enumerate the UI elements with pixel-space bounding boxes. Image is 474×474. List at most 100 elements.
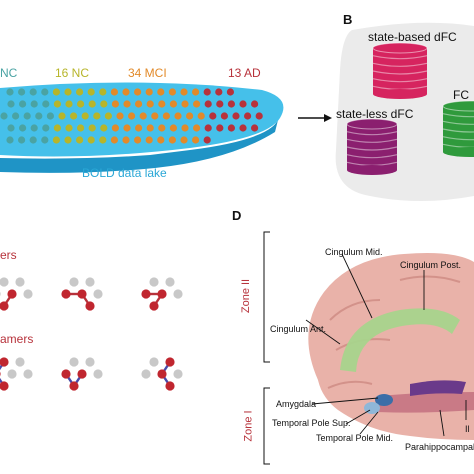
lake-dot: [255, 112, 263, 120]
lake-dot: [145, 136, 153, 144]
label-parahippocampal: Parahippocampal: [405, 442, 474, 452]
amygdala-region: [375, 394, 393, 406]
lake-dot: [135, 100, 143, 108]
lake-dot: [35, 112, 43, 120]
parahippocampal-region: [378, 392, 474, 413]
lake-dot: [180, 88, 188, 96]
lake-dot: [19, 124, 27, 132]
lake-dot: [12, 112, 20, 120]
lake-dot: [232, 112, 240, 120]
label-amygdala: Amygdala: [276, 399, 317, 409]
hippocampus-region: [410, 380, 466, 396]
network-motif: [141, 277, 183, 311]
label-temporal-pole-mid: Temporal Pole Mid.: [316, 433, 394, 443]
lake-dot: [87, 88, 95, 96]
lake-dot: [65, 100, 73, 108]
lake-dot: [151, 112, 159, 120]
lake-dot: [193, 124, 201, 132]
group-label-16nc: 16 NC: [55, 66, 90, 80]
lake-dot: [145, 88, 153, 96]
lake-dot: [46, 112, 55, 120]
lake-dot: [169, 100, 177, 108]
lake-dot: [123, 100, 131, 108]
lake-dot: [192, 136, 200, 144]
lake-dot: [64, 136, 72, 144]
brain-fold-1: [329, 299, 381, 321]
lake-label: BOLD data lake: [82, 166, 167, 180]
brain-fold-4: [327, 380, 373, 389]
lake-dot: [77, 100, 85, 108]
lake-dot: [88, 124, 96, 132]
lake-dot: [227, 124, 235, 132]
panel-d-letter: D: [232, 208, 242, 223]
lake-dot: [7, 124, 15, 132]
lake-dot: [77, 124, 85, 132]
lake-dot: [204, 124, 212, 132]
lake-dot: [100, 124, 108, 132]
lake-dot: [203, 136, 211, 144]
lake-dot: [134, 88, 142, 96]
lake-dot: [239, 100, 247, 108]
lake-dot: [162, 112, 170, 120]
lake-dot: [220, 112, 228, 120]
lake-dot: [18, 136, 26, 144]
lake-dot: [70, 112, 78, 120]
lake-dot: [251, 100, 259, 108]
lake-dot: [111, 100, 119, 108]
lake-dot: [7, 100, 15, 108]
zone-ii-bracket: [263, 231, 270, 363]
lake-dot: [204, 100, 212, 108]
lake-dot: [123, 124, 131, 132]
lake-dot: [181, 124, 189, 132]
network-motif: [61, 277, 103, 311]
label-cingulum-post: Cingulum Post.: [400, 260, 462, 270]
lake-dot: [19, 100, 27, 108]
lake-dot: [81, 112, 89, 120]
state-based-dfc-cylinder: [372, 42, 428, 99]
lake-dot: [52, 88, 61, 96]
lake-dot: [239, 124, 247, 132]
zone-i-label: Zone I: [242, 410, 255, 442]
fc-label: FC: [453, 88, 469, 102]
lake-dot: [29, 88, 37, 96]
label-il: Il: [465, 424, 470, 434]
lake-dot: [42, 100, 50, 108]
lake-dot: [104, 112, 112, 120]
lake-dot: [29, 136, 37, 144]
brain-fold-3: [399, 275, 461, 283]
lake-dot: [42, 124, 50, 132]
lake-dot: [193, 100, 201, 108]
lake-dot: [122, 88, 130, 96]
label-temporal-pole-sup: Temporal Pole Sup.: [272, 418, 351, 428]
lake-dot: [216, 124, 224, 132]
lake-dot: [209, 112, 217, 120]
lake-dot: [52, 136, 61, 144]
lake-dot: [192, 88, 200, 96]
lake-dot: [93, 112, 101, 120]
lake-dot: [76, 136, 84, 144]
lake-dot: [122, 136, 130, 144]
lake-dot: [99, 136, 107, 144]
lake-dot: [146, 100, 154, 108]
lake-dot: [139, 112, 147, 120]
zone-i-bracket: [263, 387, 270, 465]
lake-dot: [30, 124, 38, 132]
lake-dot: [53, 100, 62, 108]
state-based-dfc-label: state-based dFC: [368, 30, 457, 44]
lake-dot: [251, 124, 259, 132]
lake-dot: [99, 88, 107, 96]
lake-dot: [76, 88, 84, 96]
lake-dot: [158, 100, 166, 108]
fc-cylinder: [442, 100, 474, 157]
lake-dot: [146, 124, 154, 132]
lake-dot: [41, 88, 49, 96]
lake-dot: [110, 136, 118, 144]
lake-dot: [6, 88, 14, 96]
label-cingulum-ant: Cingulum Ant.: [270, 324, 327, 334]
lake-dot: [135, 124, 143, 132]
lake-dot: [158, 124, 166, 132]
